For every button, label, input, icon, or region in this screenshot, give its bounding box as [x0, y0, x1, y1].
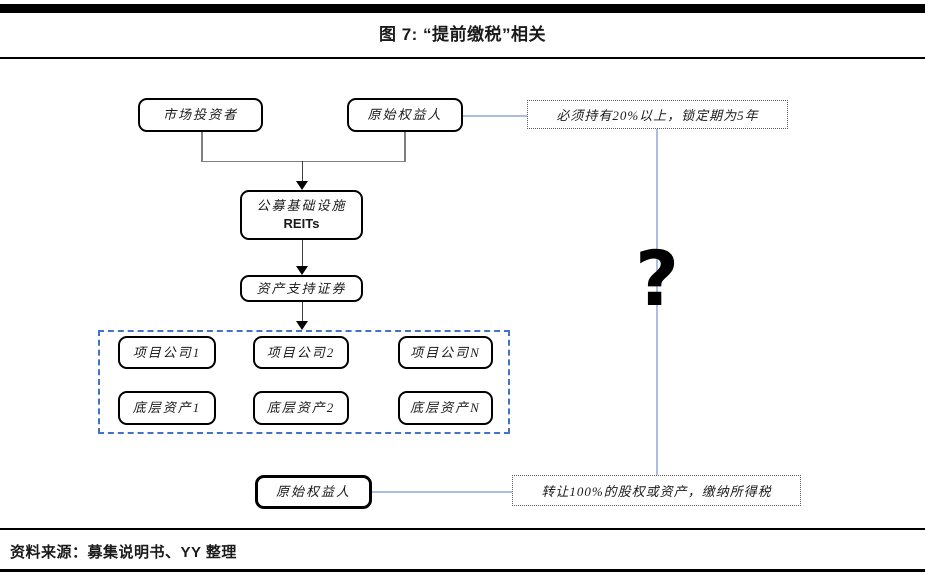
connector-right-drop: [404, 132, 406, 162]
node-market-investor-label: 市场投资者: [162, 107, 238, 123]
node-abs-securities: 资产支持证券: [240, 275, 363, 302]
blue-link-holder-transfer: [372, 491, 512, 493]
connector-abs-container: [301, 302, 303, 322]
node-project-company-2: 项目公司2: [253, 336, 349, 369]
node-public-reits: 公募基础设施 REITs: [240, 190, 363, 240]
question-mark: ?: [634, 234, 680, 323]
connector-to-reits: [301, 161, 303, 182]
project-asset-container: [98, 330, 510, 434]
node-underlying-asset-1-label: 底层资产1: [132, 400, 202, 416]
blue-link-holder-lockup: [463, 115, 527, 117]
connector-merge-bar: [201, 160, 405, 162]
node-underlying-asset-n-label: 底层资产N: [410, 400, 481, 416]
blue-link-vertical: [656, 129, 658, 475]
node-project-company-1-label: 项目公司1: [132, 344, 202, 360]
note-lockup: 必须持有20%以上，锁定期为5年: [527, 100, 788, 129]
title-rule: [0, 57, 925, 59]
bottom-rule: [0, 569, 925, 572]
source-text: 资料来源：募集说明书、YY 整理: [10, 544, 237, 561]
note-transfer: 转让100%的股权或资产，缴纳所得税: [512, 475, 801, 506]
node-market-investor: 市场投资者: [138, 98, 263, 132]
node-project-company-2-label: 项目公司2: [266, 344, 336, 360]
node-original-holder-bottom: 原始权益人: [255, 475, 372, 509]
node-underlying-asset-n: 底层资产N: [398, 391, 493, 425]
node-public-reits-line2: REITs: [283, 216, 320, 231]
note-lockup-label: 必须持有20%以上，锁定期为5年: [556, 108, 759, 123]
node-public-reits-label: 公募基础设施 REITs: [256, 197, 346, 232]
node-abs-securities-label: 资产支持证券: [256, 280, 347, 296]
node-project-company-1: 项目公司1: [118, 336, 216, 369]
top-rule: [0, 4, 925, 13]
node-public-reits-line1: 公募基础设施: [256, 198, 347, 214]
node-underlying-asset-2-label: 底层资产2: [266, 400, 336, 416]
node-original-holder-bottom-label: 原始权益人: [275, 484, 351, 500]
source-top-rule: [0, 528, 925, 530]
node-project-company-n: 项目公司N: [398, 336, 493, 369]
arrowhead-reits-abs: [296, 266, 308, 275]
node-project-company-n-label: 项目公司N: [410, 344, 481, 360]
arrowhead-abs-container: [296, 321, 308, 330]
connector-left-drop: [201, 132, 203, 162]
note-transfer-label: 转让100%的股权或资产，缴纳所得税: [541, 484, 772, 499]
connector-reits-abs: [301, 240, 303, 267]
node-original-holder-top: 原始权益人: [347, 98, 463, 132]
node-underlying-asset-1: 底层资产1: [118, 391, 216, 425]
node-underlying-asset-2: 底层资产2: [253, 391, 349, 425]
arrowhead-to-reits: [296, 181, 308, 190]
figure-title: 图 7: “提前缴税”相关: [378, 25, 547, 44]
node-original-holder-top-label: 原始权益人: [367, 107, 443, 123]
